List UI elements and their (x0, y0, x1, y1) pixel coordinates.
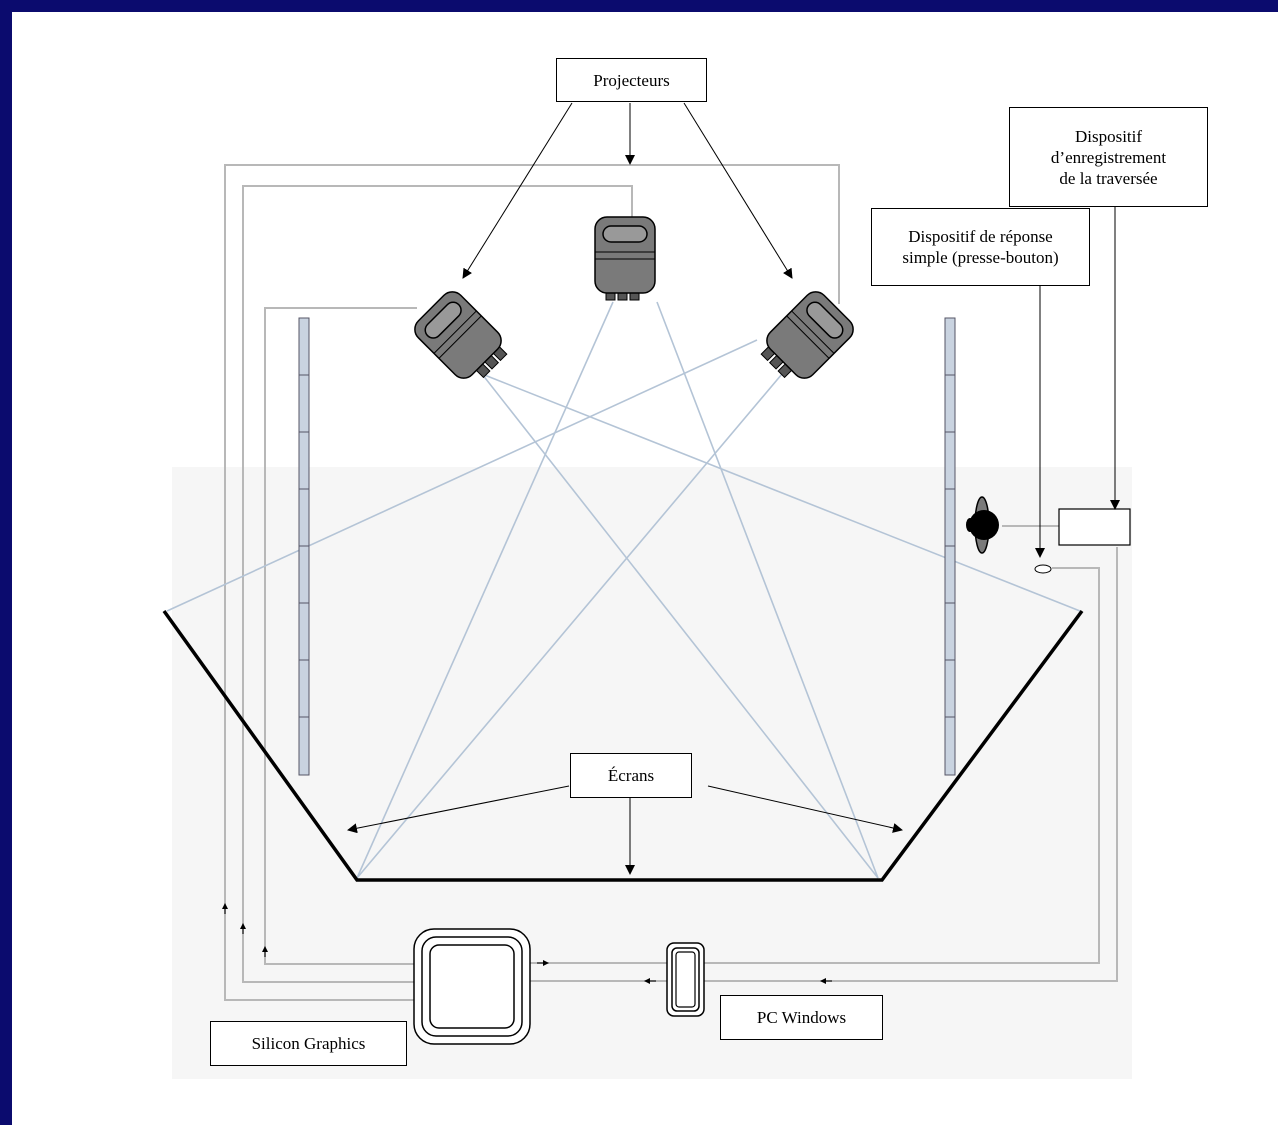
cable-middle (242, 185, 633, 937)
crossing-setup-diagram (162, 102, 1132, 1079)
screens-outline (162, 609, 1084, 882)
right-wall-panels (944, 317, 956, 776)
pc-windows-icon (666, 942, 705, 1017)
silicon-graphics-icon (413, 928, 531, 1045)
label-response-device: Dispositif de réponse simple (presse-bou… (871, 208, 1090, 286)
push-button-icon (1034, 564, 1052, 574)
arrow-projecteurs-right (683, 102, 793, 279)
cable-button-to-pc (704, 567, 1100, 964)
projector-right-icon (760, 291, 854, 379)
recording-device-box (1058, 508, 1131, 546)
label-pc-windows: PC Windows (720, 995, 883, 1040)
arrow-ecrans-right (707, 785, 903, 833)
label-projecteurs: Projecteurs (556, 58, 707, 102)
cable-arrows (222, 903, 832, 984)
cable-inner (264, 307, 417, 954)
diagram-canvas: Projecteurs Dispositif d’enregistrement … (12, 12, 1278, 1125)
label-silicon-graphics: Silicon Graphics (210, 1021, 407, 1066)
callout-arrows (347, 102, 1120, 875)
cable-outer (224, 164, 840, 917)
projection-beams (166, 301, 1081, 879)
cable-recorder-to-pc (704, 547, 1118, 982)
arrow-projecteurs-left (462, 102, 573, 279)
cable-sgi-left-1 (224, 917, 414, 1001)
label-recording-device: Dispositif d’enregistrement de la traver… (1009, 107, 1208, 207)
projector-center-icon (594, 216, 656, 301)
projector-left-icon (414, 291, 508, 379)
participant-icon (966, 496, 999, 554)
cable-sgi-left-3 (264, 954, 414, 965)
cable-sgi-left-2 (242, 937, 414, 983)
arrow-ecrans-left (347, 785, 570, 834)
label-ecrans: Écrans (570, 753, 692, 798)
cabling (224, 164, 1118, 1001)
left-wall-panels (298, 317, 310, 776)
